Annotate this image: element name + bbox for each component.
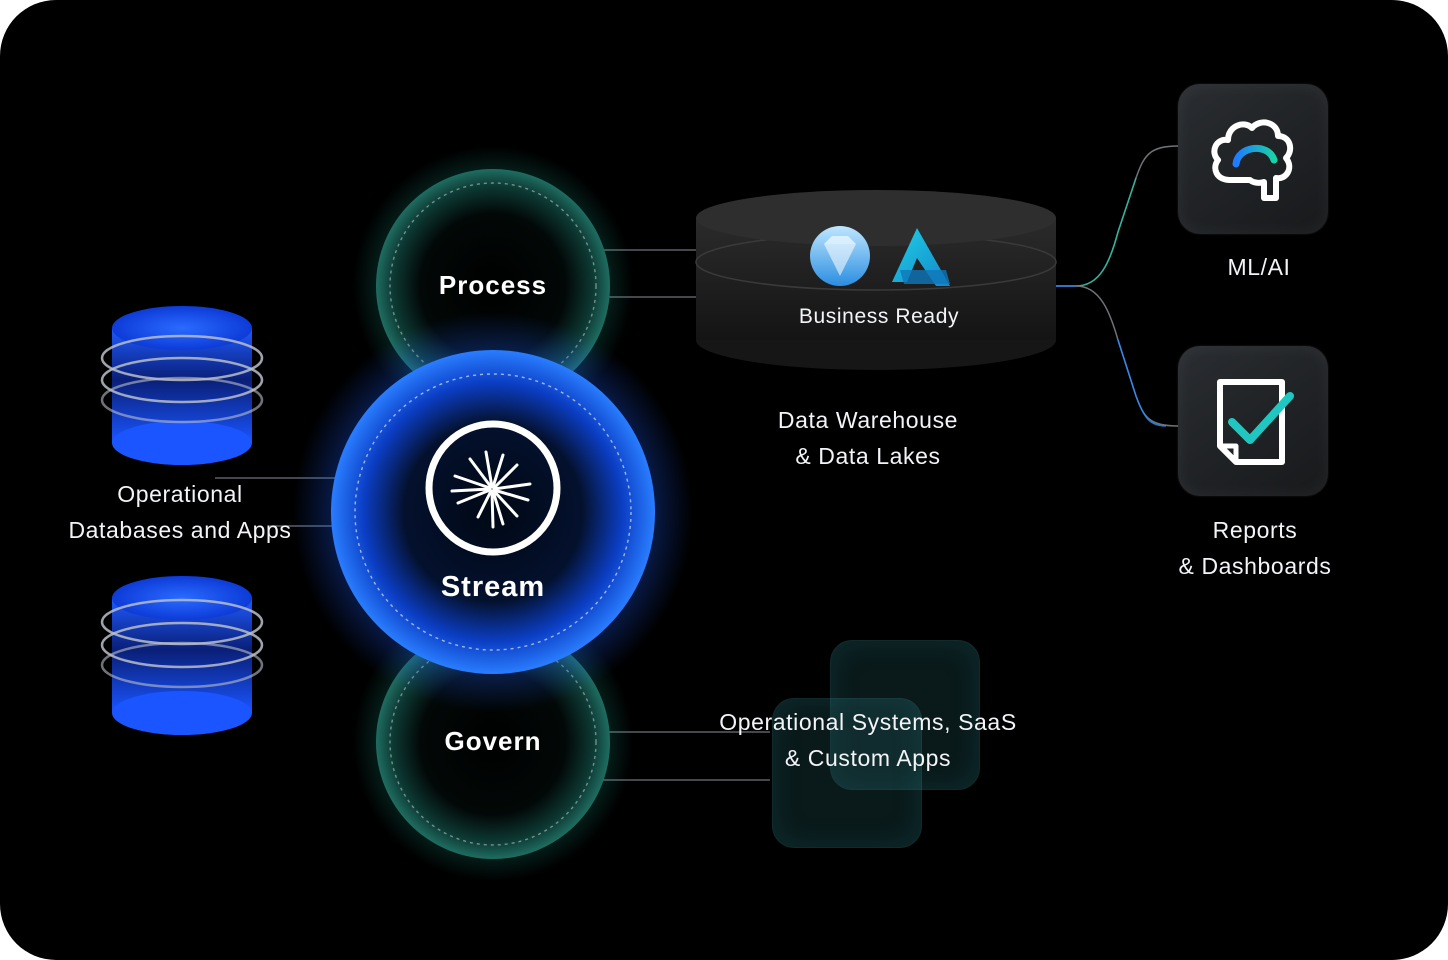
- ml-card: [1178, 84, 1328, 234]
- warehouse-badge: Business Ready: [798, 305, 960, 328]
- warehouse-label-line: & Data Lakes: [795, 443, 941, 469]
- sources-label-line: Operational: [117, 481, 243, 507]
- warehouse-label-line: Data Warehouse: [777, 407, 959, 433]
- reports-label-line: Reports: [1212, 517, 1298, 543]
- brain-cloud-icon: [1211, 119, 1294, 201]
- reports-label-line: & Dashboards: [1178, 553, 1332, 579]
- azure-synapse-icon: [892, 228, 950, 286]
- burst-logo-icon: [425, 420, 561, 556]
- reports-label: Reports & Dashboards: [1134, 512, 1376, 584]
- stream-label: Stream: [440, 571, 546, 603]
- sources-label: Operational Databases and Apps: [20, 476, 340, 548]
- database-icon: [100, 306, 264, 465]
- ml-label: ML/AI: [1227, 254, 1291, 280]
- process-label: Process: [438, 270, 548, 300]
- systems-card-front: [772, 698, 922, 848]
- sources-label-line: Databases and Apps: [68, 517, 292, 543]
- snowflake-gem-icon: [810, 226, 870, 286]
- reports-card: [1178, 346, 1328, 496]
- systems-label-line: & Custom Apps: [784, 745, 952, 771]
- systems-label-line: Operational Systems, SaaS: [719, 709, 1017, 735]
- checked-document-icon: [1217, 379, 1294, 465]
- govern-label: Govern: [444, 726, 542, 756]
- warehouse-label: Data Warehouse & Data Lakes: [716, 402, 1020, 474]
- systems-label: Operational Systems, SaaS & Custom Apps: [690, 704, 1046, 776]
- database-icon: [100, 576, 264, 735]
- warehouse-disc: [695, 190, 1057, 370]
